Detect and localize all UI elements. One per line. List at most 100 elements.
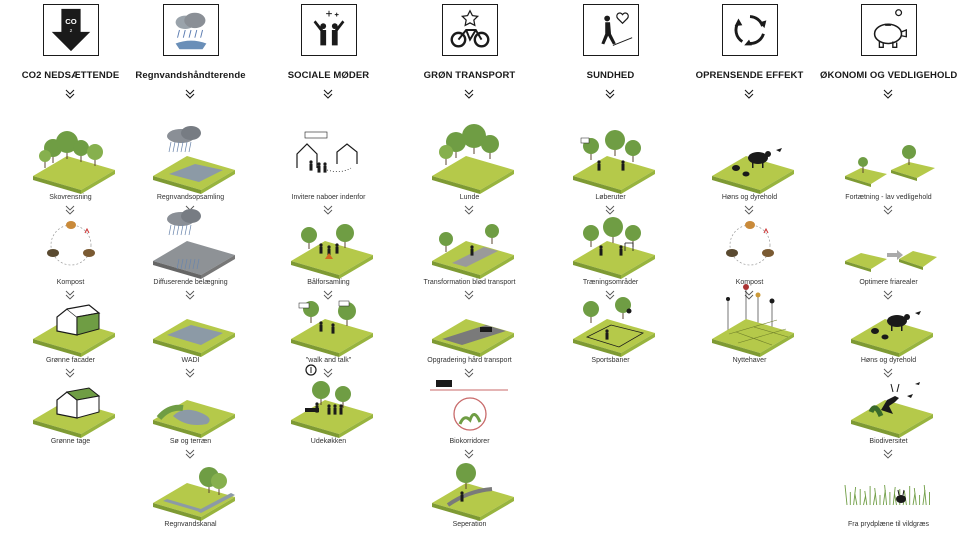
chevron-down-icon [322,367,334,379]
item-caption: Nyttehaver [732,357,767,364]
two-plots-illustration [841,128,937,192]
illustration-plots-arrow: Optimere friarealer [820,213,957,291]
recycle-arrows-icon [721,4,778,56]
chevron-down-icon [604,88,616,100]
chevron-down-icon [743,88,755,100]
people-celebrating-icon [300,4,357,56]
column-heading: Regnvandshåndterende [135,70,246,81]
chevron-down-icon [743,204,755,216]
chevron-down-icon [882,289,894,301]
illustration-two-plots: Fortætning - lav vedligehold [820,128,957,206]
item-caption: Bålforsamling [307,279,350,286]
wildgrass-illustration [841,455,937,519]
illustration-animals: Høns og dyrehold [681,128,818,206]
chevron-down-icon [463,289,475,301]
illustration-cycle: Kompost [2,213,139,291]
chevron-down-icon [882,448,894,460]
lake-illustration [143,372,239,438]
item-caption: Høns og dyrehold [721,194,778,201]
illustration-sportsfield: Sportsbaner [542,291,679,369]
item-caption: Grønne tage [50,438,91,445]
item-caption: Biokorridorer [449,438,490,445]
training-illustration [563,213,659,279]
illustration-canal: Regnvandskanal [122,455,259,533]
item-caption: Seperation [452,521,487,528]
trees-illustration [23,128,119,194]
chevron-down-icon [463,367,475,379]
chevron-down-icon [64,289,76,301]
plots-arrow-illustration [841,213,937,277]
illustration-lake: Sø og terræn [122,372,259,450]
chevron-down-icon [463,204,475,216]
chevron-down-icon [882,88,894,100]
chevron-down-icon [64,367,76,379]
illustration-rain-pave: Diffuserende belægning [122,209,259,291]
sportsfield-illustration [563,291,659,357]
animals-illustration [702,128,798,194]
column-heading: OPRENSENDE EFFEKT [695,70,804,81]
illustration-house-roof: Grønne tage [2,372,139,450]
illustration-swale: WADI [122,291,259,369]
kitchen-illustration [281,364,377,438]
item-caption: Transformation blød transport [423,279,516,286]
item-caption: Træningsområder [582,279,639,286]
item-caption: Løberuter [595,194,626,201]
illustration-bonfire: Bålforsamling [260,213,397,291]
item-caption: Lunde [459,194,480,201]
animals-illustration [841,291,937,357]
illustration-grove: Lunde [401,124,538,206]
illustration-runners: Løberuter [542,128,679,206]
illustration-deer: Biodiversitet [820,372,957,450]
item-caption: Sø og terræn [169,438,212,445]
illustration-training: Træningsområder [542,213,679,291]
canal-illustration [143,455,239,521]
column-heading: SUNDHED [586,70,635,81]
item-caption: Regnvandskanal [164,521,217,528]
item-caption: Kompost [56,279,85,286]
illustration-kitchen: Udekøkken [260,364,397,450]
item-caption: Biodiversitet [869,438,908,445]
illustration-houses-people: Invitere naboer indenfor [260,128,397,206]
chevron-down-icon [184,367,196,379]
item-caption: WADI [181,357,200,364]
chevron-down-icon [322,204,334,216]
chevron-down-icon [322,289,334,301]
chevron-down-icon [184,88,196,100]
illustration-rain-pond: Regnvandsopsamling [122,126,259,206]
walk-illustration [281,291,377,357]
gardens-illustration [702,284,798,357]
illustration-cycle: Kompost [681,213,818,291]
chevron-down-icon [882,204,894,216]
chevron-down-icon [64,204,76,216]
chevron-down-icon [604,204,616,216]
rain-pave-illustration [143,209,239,279]
column-cleansing: OPRENSENDE EFFEKT [681,0,818,527]
illustration-wildgrass: Fra prydplæne til vildgræs [820,455,957,533]
item-caption: Regnvandsopsamling [156,194,225,201]
column-rainwater: Regnvandshåndterende [122,0,259,527]
chevron-down-icon [64,88,76,100]
item-caption: Skovrensning [49,194,92,201]
house-green-illustration [23,291,119,357]
illustration-trees: Skovrensning [2,128,139,206]
illustration-road-hard: Opgradering hård transport [401,291,538,369]
column-economy: ØKONOMI OG VEDLIGEHOLD [820,0,957,527]
deer-illustration [841,372,937,438]
column-heading: GRØN TRANSPORT [423,70,516,81]
item-caption: Invitere naboer indenfor [291,194,366,201]
item-caption: Fra prydplæne til vildgræs [848,521,929,528]
cycle-illustration [23,213,119,277]
chevron-down-icon [184,289,196,301]
house-roof-illustration [23,372,119,438]
road-hard-illustration [422,291,518,357]
illustration-animals: Høns og dyrehold [820,291,957,369]
rain-cloud-icon [162,4,219,56]
item-caption: Diffuserende belægning [153,279,228,286]
chevron-down-icon [184,448,196,460]
column-heading: CO2 NEDSÆTTENDE [21,70,120,81]
bicycle-star-icon [441,4,498,56]
chevron-down-icon [743,289,755,301]
item-caption: Fortætning - lav vedligehold [845,194,932,201]
column-health: SUNDHED [542,0,679,527]
